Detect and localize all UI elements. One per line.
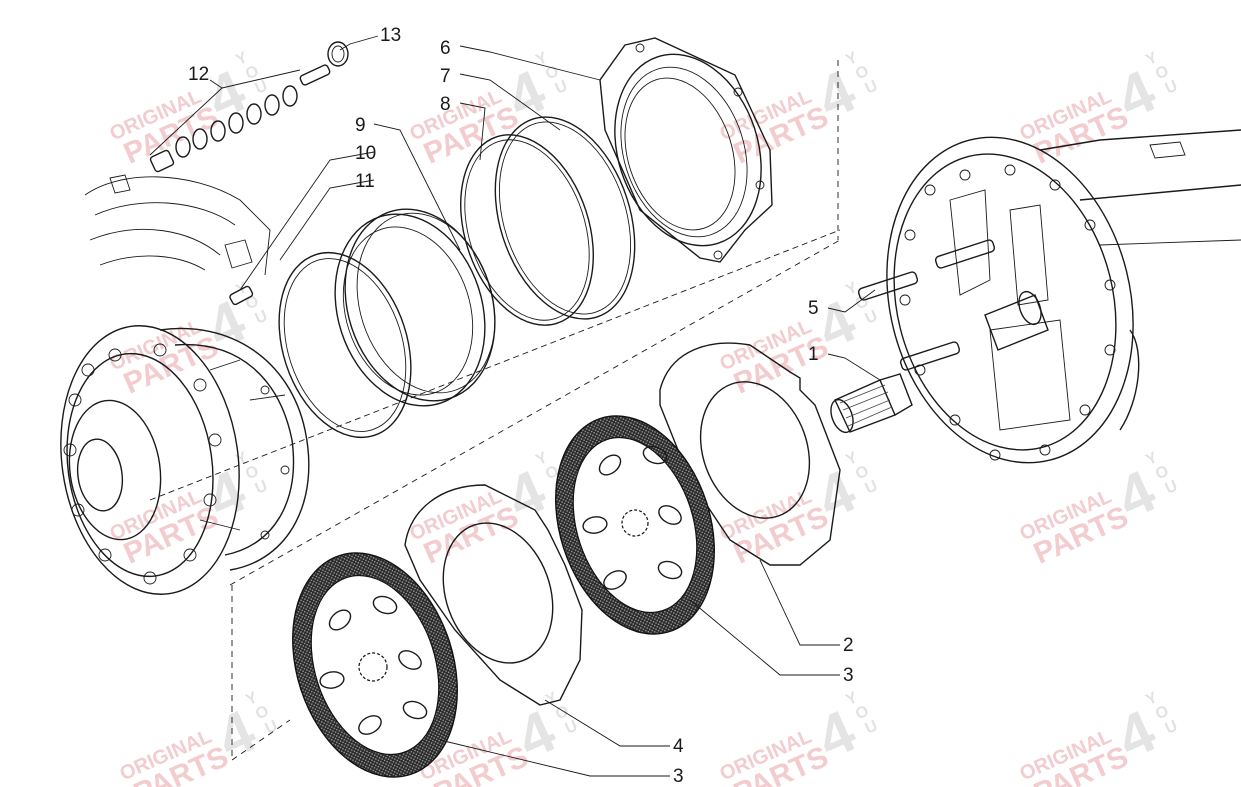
watermark-brand-letter: U <box>863 477 880 497</box>
hub-housing <box>60 325 310 595</box>
callout-8: 8 <box>440 94 451 115</box>
callout-1: 1 <box>808 344 819 365</box>
callout-11: 11 <box>355 171 375 192</box>
leader-lines <box>149 35 881 777</box>
watermark-brand-letter: U <box>1163 717 1180 737</box>
part-10-pin <box>229 285 254 306</box>
callout-5: 5 <box>808 298 819 319</box>
callout-4: 4 <box>673 736 684 757</box>
callout-numbers: 13 12 6 7 8 9 10 11 5 1 2 3 4 3 <box>188 25 854 787</box>
callout-12: 12 <box>188 64 209 85</box>
part-4-separator-plate <box>404 484 583 706</box>
part-9-piston <box>334 208 496 407</box>
axle-housing <box>886 129 1241 464</box>
callout-13: 13 <box>380 25 401 46</box>
part-13-cap <box>327 41 349 67</box>
watermark-brand-letter: U <box>253 477 270 497</box>
watermark-brand-letter: U <box>1163 477 1180 497</box>
part-3-friction-disc-middle <box>555 415 715 635</box>
watermark-brand-letter: U <box>863 717 880 737</box>
callout-6: 6 <box>440 38 451 59</box>
callout-3-front: 3 <box>673 766 684 787</box>
upper-left-housing-fragment <box>84 174 271 276</box>
part-1-splined-shaft <box>830 290 1049 434</box>
callout-9: 9 <box>355 115 366 136</box>
part-6-cover-plate <box>599 37 773 263</box>
part-8-seal-ring <box>460 134 594 326</box>
part-5-pins <box>857 239 996 371</box>
part-11-seal-ring <box>278 251 412 439</box>
part-2-separator-plate <box>659 342 841 566</box>
watermark-brand-letter: U <box>263 717 280 737</box>
housing-bolt-holes <box>899 164 1116 461</box>
assembly-axis-lines <box>149 60 841 761</box>
watermark-brand-letter: U <box>553 77 570 97</box>
callout-10: 10 <box>355 143 376 164</box>
part-12-spring-kit <box>149 64 331 173</box>
part-3-friction-disc-front <box>292 552 458 778</box>
callout-7: 7 <box>440 66 451 87</box>
callout-2: 2 <box>843 635 854 656</box>
hub-bolt-holes <box>63 343 290 585</box>
watermark-brand-letter: U <box>863 307 880 327</box>
watermark-brand-letter: U <box>863 77 880 97</box>
watermark-brand-letter: U <box>253 307 270 327</box>
watermark-brand-letter: U <box>1163 77 1180 97</box>
part-7-seal-ring <box>494 116 636 320</box>
callout-3-middle: 3 <box>843 665 854 686</box>
